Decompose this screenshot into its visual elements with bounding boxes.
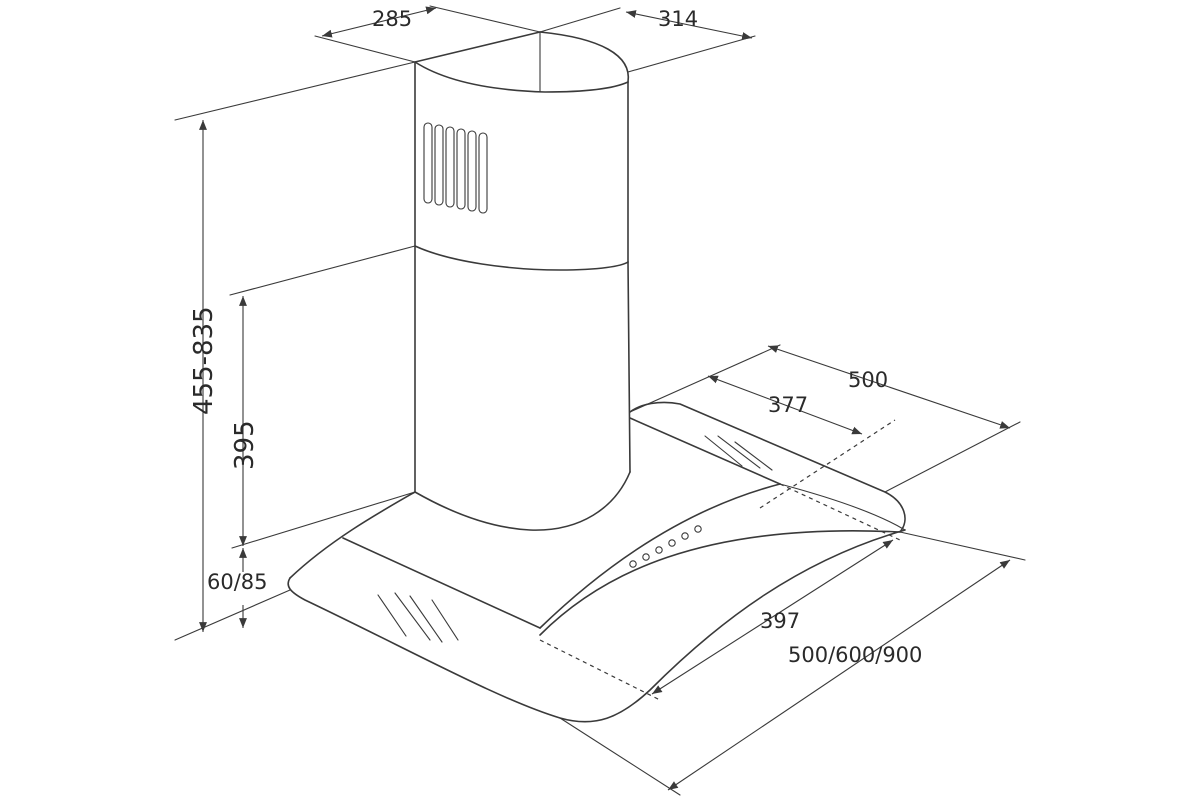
top-depth-label: 285: [372, 7, 412, 31]
hood-depth-label: 500: [848, 368, 888, 392]
canopy: [287, 401, 906, 723]
glass-width-label: 397: [760, 609, 800, 633]
chimney-lower-section: [414, 245, 631, 531]
chimney-upper-section: [414, 31, 630, 493]
dimension-lines: [199, 6, 1011, 791]
canopy-height-label: 60/85: [207, 570, 268, 594]
chimney-height-label: 395: [230, 420, 260, 470]
vent-slots-icon: [423, 122, 488, 214]
inner-depth-label: 377: [768, 393, 808, 417]
glass-reflection-icon: [377, 435, 773, 643]
top-width-label: 314: [658, 7, 698, 31]
dimension-labels: 285 314 455-835 395 60/85 500 377 397 50…: [189, 7, 922, 667]
total-height-label: 455-835: [189, 306, 219, 415]
hood-width-label: 500/600/900: [788, 643, 922, 667]
extension-lines: [174, 5, 1026, 796]
